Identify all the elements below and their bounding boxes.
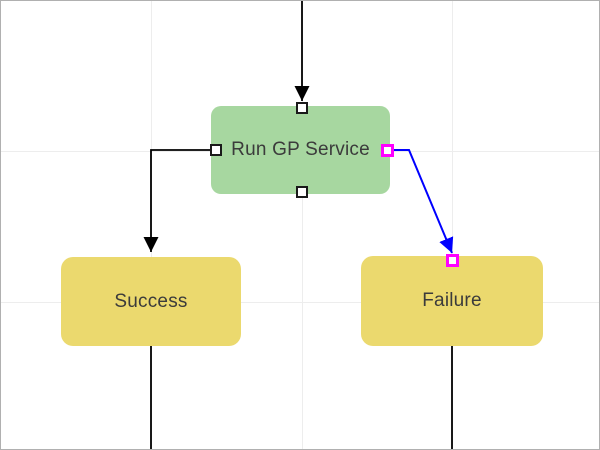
selected-handle-run-gp-service-right[interactable] <box>381 144 394 157</box>
grid-line-vertical <box>302 1 303 449</box>
node-failure[interactable]: Failure <box>361 256 543 346</box>
connector-to-failure-selected[interactable] <box>394 149 454 254</box>
connector-to-success[interactable] <box>143 149 210 252</box>
node-label: Run GP Service <box>231 139 370 160</box>
node-success[interactable]: Success <box>61 257 241 346</box>
selected-handle-failure-top[interactable] <box>446 254 459 267</box>
node-run-gp-service[interactable]: Run GP Service <box>211 106 390 194</box>
grid-line-horizontal <box>1 302 599 303</box>
grid-line-vertical <box>151 1 152 449</box>
node-label: Success <box>114 290 188 312</box>
connection-handle-top[interactable] <box>296 102 308 114</box>
node-label: Failure <box>422 290 482 311</box>
connection-handle-left[interactable] <box>210 144 222 156</box>
connection-handle-bottom[interactable] <box>296 186 308 198</box>
grid-line-vertical <box>452 1 453 449</box>
